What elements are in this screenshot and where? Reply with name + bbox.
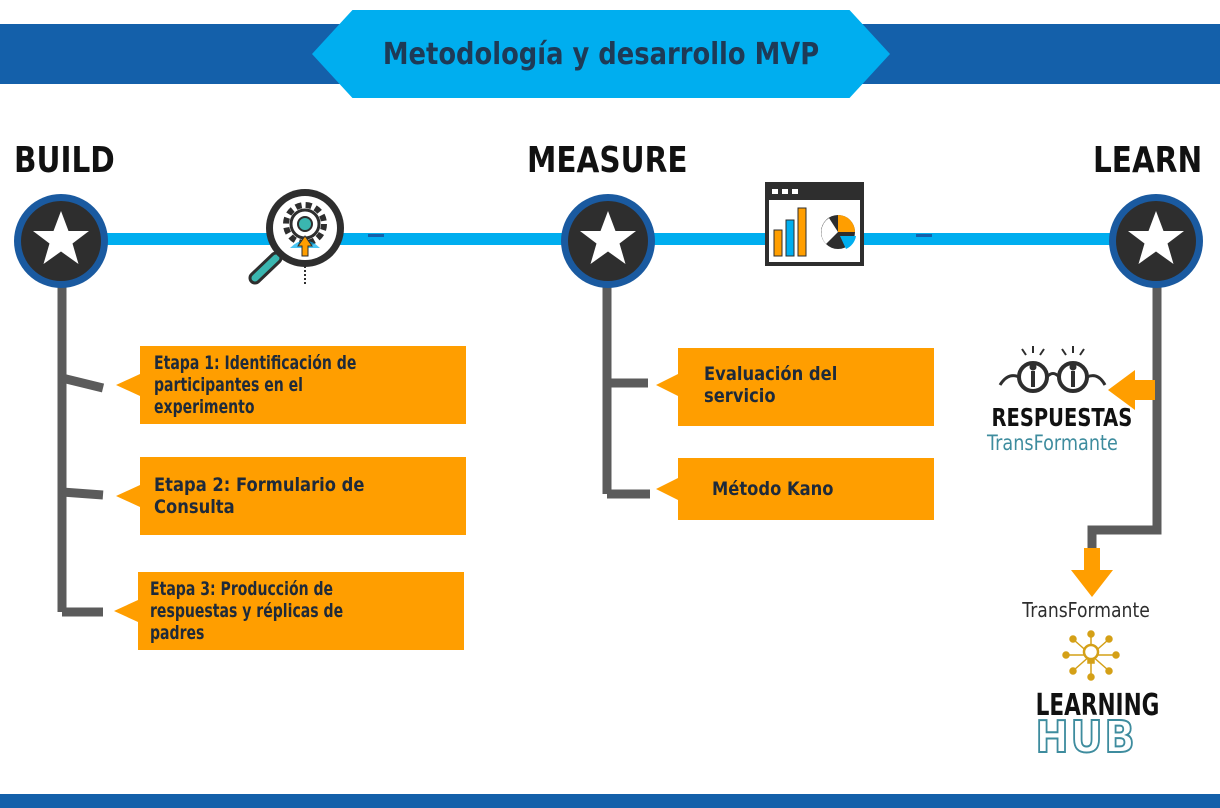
phase-build-label: BUILD [14,140,115,181]
glasses-icon [998,346,1107,393]
page-title: Metodología y desarrollo MVP [382,36,820,72]
phase-learn-label: LEARN [1092,140,1202,181]
phase-measure-label: MEASURE [527,140,688,181]
timeline-dash [916,234,932,237]
measure-step-2-label: Método Kano [712,478,834,500]
arrow-down-icon [1071,548,1113,597]
build-step-2: Etapa 2: Formulario de Consulta [116,457,466,535]
build-step-2-line1: Etapa 2: Formulario de Consulta [154,474,365,518]
hub-top-text: TransFormante [1022,598,1150,622]
analytics-dashboard-icon [765,182,864,266]
measure-step-2: Método Kano [656,458,934,520]
lightbulb-icon [1062,630,1120,681]
learn-connector [1087,280,1162,555]
build-step-3-line1: Etapa 3: Producción de [150,578,334,600]
header-hexagon [312,10,890,98]
arrow-left-icon [1108,370,1155,410]
star-icon [14,194,108,288]
timeline-dash [368,234,384,237]
learning-hub-hub-text: HUB [1035,711,1137,764]
measure-step-1: Evaluación del servicio [656,348,934,426]
star-icon [1109,194,1203,288]
build-connector [57,280,105,617]
measure-step-1-label: Evaluación del servicio [704,363,838,407]
build-step-1-line2: participantes en el experimento [154,374,303,418]
respuestas-logo-text: RESPUESTAS [991,403,1133,432]
gear-magnifier-icon [248,189,344,285]
measure-connector [602,280,650,499]
build-step-1-line1: Etapa 1: Identificación de [154,352,357,374]
star-icon [561,194,655,288]
footer-band [0,794,1220,808]
respuestas-sub-text: TransFormante [987,431,1118,455]
build-step-3-line2: respuestas y réplicas de padres [150,600,344,644]
